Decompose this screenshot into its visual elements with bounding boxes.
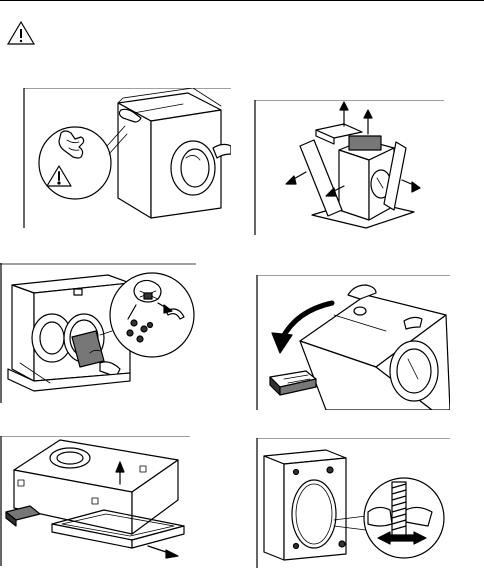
figure-5-remove-polystyrene-base: [0, 436, 190, 566]
figure-3-remove-door-bag-hardware: [0, 263, 196, 403]
figure-6-remove-transit-bolts: [256, 438, 450, 568]
figure-4-tilt-machine-backwards: [256, 275, 450, 410]
page-top-rule: [0, 0, 484, 1]
warning-triangle-icon: [6, 20, 36, 46]
figure-2-lift-top-side-protectors: [254, 100, 444, 235]
figure-1-gloves-top-packaging: [23, 88, 231, 228]
